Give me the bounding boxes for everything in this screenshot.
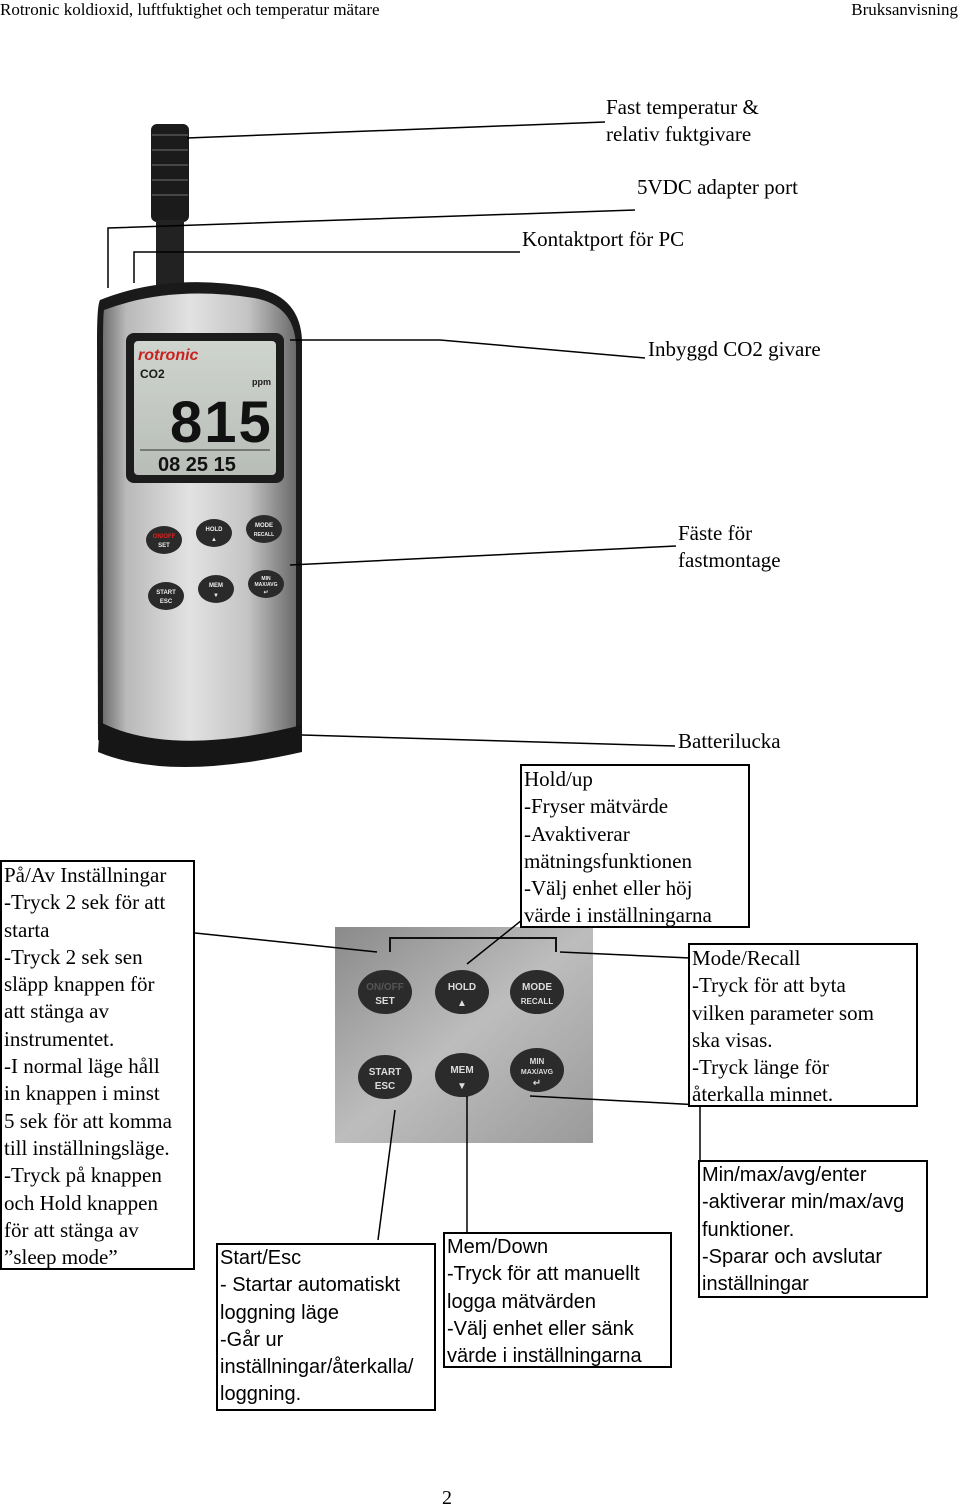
svg-text:ESC: ESC	[375, 1081, 396, 1092]
onoff-callout: På/Av Inställningar -Tryck 2 sek för att…	[0, 860, 195, 1270]
header-title: Rotronic koldioxid, luftfuktighet och te…	[0, 0, 380, 19]
button-panel-closeup: ON/OFF SET HOLD ▲ MODE RECALL START ESC …	[335, 927, 593, 1143]
hold-button[interactable]: HOLD ▲	[196, 519, 232, 547]
svg-text:MEM: MEM	[450, 1065, 473, 1076]
svg-text:MAX/AVG: MAX/AVG	[255, 582, 278, 588]
minmax-callout: Min/max/avg/enter -aktiverar min/max/avg…	[698, 1160, 928, 1298]
mount-label: Fäste för fastmontage	[678, 521, 781, 572]
page-number: 2	[442, 1487, 452, 1509]
lcd-display: rotronic CO2 ppm 815 08 25 15	[126, 333, 284, 483]
hold-callout: Hold/up -Fryser mätvärde -Avaktiverar mä…	[520, 764, 750, 928]
display-value: 815	[170, 390, 273, 455]
display-unit: ppm	[252, 377, 271, 387]
leader-lines	[107, 121, 701, 1241]
pc-port-label: Kontaktport för PC	[522, 227, 685, 251]
svg-text:ESC: ESC	[160, 599, 173, 605]
svg-text:START: START	[369, 1067, 402, 1078]
closeup-minmax-button[interactable]: MIN MAX/AVG ↵	[510, 1048, 564, 1092]
closeup-hold-button[interactable]: HOLD ▲	[435, 970, 489, 1014]
closeup-mode-button[interactable]: MODE RECALL	[510, 970, 564, 1014]
start-button[interactable]: START ESC	[148, 582, 184, 610]
svg-text:ON/OFF: ON/OFF	[153, 534, 176, 540]
battery-label: Batterilucka	[678, 729, 781, 753]
svg-text:MODE: MODE	[522, 982, 552, 993]
mode-callout: Mode/Recall -Tryck för att byta vilken p…	[688, 943, 918, 1107]
svg-text:HOLD: HOLD	[448, 982, 476, 993]
svg-text:MAX/AVG: MAX/AVG	[521, 1069, 554, 1076]
svg-text:SET: SET	[375, 996, 394, 1007]
start-callout: Start/Esc - Startar automatiskt loggning…	[216, 1243, 436, 1411]
onoff-button[interactable]: ON/OFF SET	[146, 526, 182, 554]
svg-text:▲: ▲	[211, 537, 217, 543]
svg-text:↵: ↵	[263, 590, 268, 596]
display-time: 08 25 15	[158, 454, 236, 476]
svg-text:MIN: MIN	[530, 1057, 545, 1066]
svg-text:▲: ▲	[457, 998, 467, 1009]
mem-callout: Mem/Down -Tryck för att manuellt logga m…	[443, 1232, 672, 1368]
svg-text:RECALL: RECALL	[521, 997, 554, 1006]
svg-text:HOLD: HOLD	[206, 527, 224, 533]
header-section: Bruksanvisning	[851, 0, 958, 19]
co2-sensor-label: Inbyggd CO2 givare	[648, 337, 821, 361]
brand-logo: rotronic	[138, 347, 199, 364]
sensor-probe	[151, 124, 189, 292]
mode-button[interactable]: MODE RECALL	[246, 515, 282, 543]
adapter-port-label: 5VDC adapter port	[637, 175, 798, 199]
sensor-label: Fast temperatur & relativ fuktgivare	[606, 95, 759, 146]
svg-text:ON/OFF: ON/OFF	[366, 982, 404, 993]
svg-text:MEM: MEM	[209, 583, 223, 589]
svg-text:▼: ▼	[213, 593, 219, 599]
mem-button[interactable]: MEM ▼	[198, 575, 234, 603]
closeup-start-button[interactable]: START ESC	[358, 1055, 412, 1099]
svg-text:MIN: MIN	[261, 576, 271, 582]
minmax-button[interactable]: MIN MAX/AVG ↵	[248, 570, 284, 598]
closeup-mem-button[interactable]: MEM ▼	[435, 1053, 489, 1097]
svg-text:▼: ▼	[457, 1081, 467, 1092]
svg-text:SET: SET	[158, 543, 170, 549]
svg-text:↵: ↵	[533, 1078, 541, 1089]
svg-text:RECALL: RECALL	[254, 532, 274, 538]
svg-text:MODE: MODE	[255, 523, 273, 529]
display-param: CO2	[140, 367, 165, 381]
svg-text:START: START	[156, 590, 176, 596]
closeup-onoff-button[interactable]: ON/OFF SET	[358, 970, 412, 1014]
device-buttons: ON/OFF SET HOLD ▲ MODE RECALL START ESC …	[146, 515, 284, 610]
